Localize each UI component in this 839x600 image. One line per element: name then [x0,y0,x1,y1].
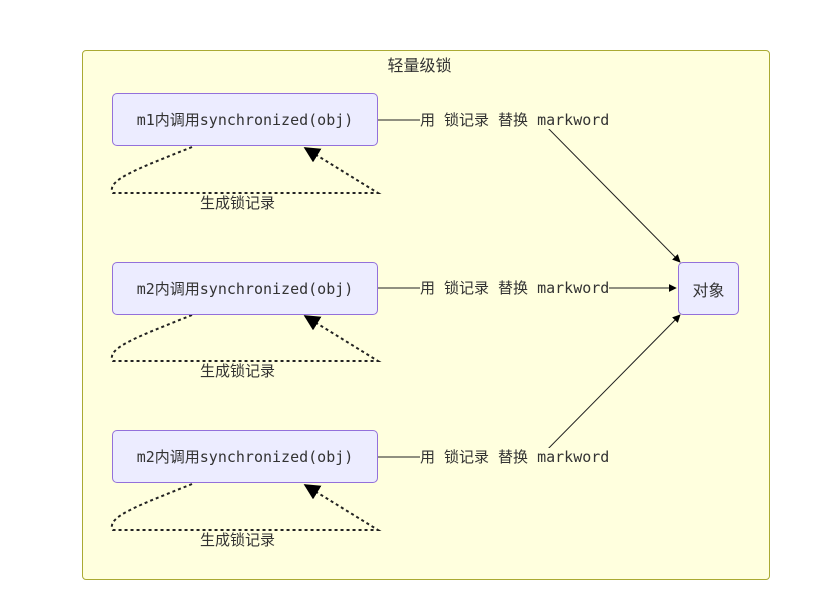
loop-label-m2-first: 生成锁记录 [199,362,277,380]
edge-m2b-to-target [378,314,681,458]
node-m1: m1内调用synchronized(obj) [112,93,378,146]
edge-label-m2-second: 用 锁记录 替换 markword [420,448,610,466]
node-m2-second: m2内调用synchronized(obj) [112,430,378,483]
cluster-title: 轻量级锁 [387,56,452,75]
loop-label-m1: 生成锁记录 [199,194,277,212]
edge-m1-to-target [378,119,681,263]
loop-edge-m2a [110,314,382,362]
loop-edge-m2b [110,483,382,531]
edge-label-m2-first: 用 锁记录 替换 markword [420,279,610,297]
edge-label-m1: 用 锁记录 替换 markword [420,111,610,129]
node-target-object: 对象 [678,262,739,315]
loop-edge-m1 [110,146,382,194]
loop-label-m2-second: 生成锁记录 [199,531,277,549]
node-m2-first: m2内调用synchronized(obj) [112,262,378,315]
